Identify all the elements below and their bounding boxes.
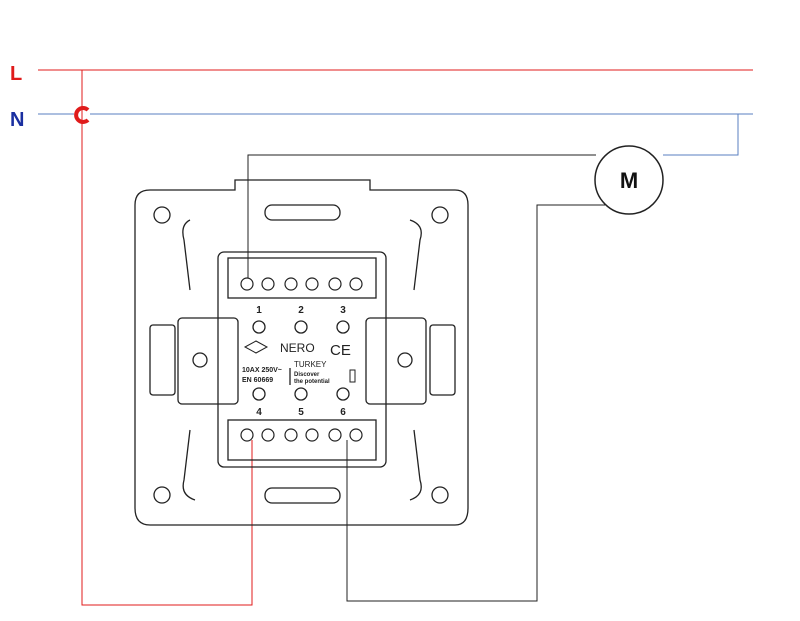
slogan-line-1: Discover: [294, 372, 320, 378]
slogan-line-2: the potential: [294, 379, 330, 385]
tse-logo-icon: [243, 340, 269, 354]
terminal-4-label: 4: [256, 407, 262, 418]
terminal-6-label: 6: [340, 407, 346, 418]
switch-mechanism: [134, 179, 469, 526]
motor-label: M: [620, 168, 638, 193]
rating-label: 10AX 250V~: [242, 367, 282, 374]
terminal-screws: [240, 277, 363, 442]
terminal-3-label: 3: [340, 305, 346, 316]
recycle-icon: [349, 369, 356, 383]
neutral-label: N: [10, 109, 24, 131]
country-label: TURKEY: [294, 360, 327, 369]
terminal-5-label: 5: [298, 407, 304, 418]
wire-crossing-hop: [74, 106, 90, 124]
ce-mark: CE: [330, 342, 351, 359]
motor-icon: [594, 145, 664, 215]
standard-label: EN 60669: [242, 377, 273, 384]
terminal-1-label: 1: [256, 305, 262, 316]
motor-wire-2: [346, 204, 605, 602]
neutral-wire: [38, 113, 739, 156]
motor-wire-1: [247, 154, 596, 290]
line-label: L: [10, 63, 22, 85]
terminal-2-label: 2: [298, 305, 304, 316]
brand-label: NERO: [280, 341, 315, 355]
live-feed-wire: [81, 70, 253, 606]
